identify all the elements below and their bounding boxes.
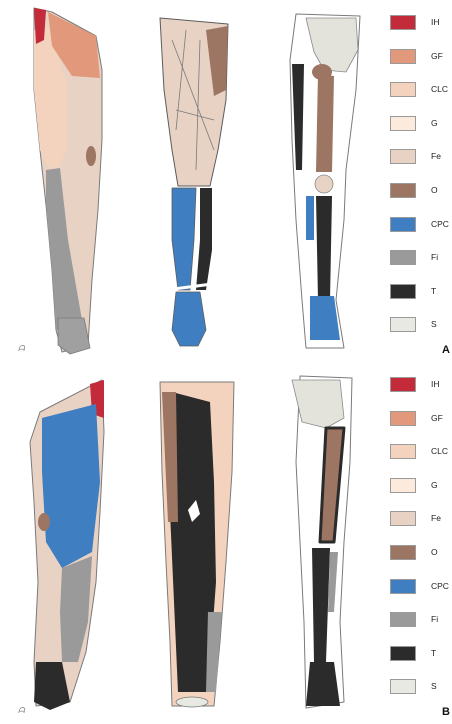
posterior-leg-skin-map [160,382,234,707]
legend-item-g: G [388,113,452,135]
lateral-leg-o-knee [86,146,96,166]
posterior-lateral-leg-cpc [42,404,100,568]
legend-swatch-ih [390,377,416,392]
legend-label-s: S [431,681,437,691]
legend-label-t: T [431,286,436,296]
legend-item-g: G [388,475,452,497]
legend-item-o: O [388,180,452,202]
posterior-foot-bones-t [306,662,340,706]
legend-label-clc: CLC [431,446,448,456]
legend-item-fi: Fi [388,247,452,269]
legend-item-o: O [388,542,452,564]
legend-swatch-clc [390,82,416,97]
lateral-leg-skin-map [34,8,102,354]
legend-swatch-s [390,679,416,694]
legend-item-cpc: CPC [388,576,452,598]
posterior-leg-heel [176,697,208,707]
legend-label-cpc: CPC [431,219,449,229]
legend-item-t: T [388,643,452,665]
legend-swatch-fi [390,612,416,627]
legend-label-o: O [431,185,438,195]
legend-item-fe: Fe [388,508,452,530]
legend-item-clc: CLC [388,79,452,101]
tibia-t [316,196,332,300]
knee-cap [315,175,333,193]
panel-a: IH GF CLC G Fe O CPC Fi T S ᗩ A [0,0,452,362]
femur-bone [316,74,334,172]
legend-swatch-fe [390,149,416,164]
legend-swatch-ih [390,15,416,30]
anterior-skeleton [290,14,360,348]
legend-label-gf: GF [431,413,443,423]
legend-label-s: S [431,319,437,329]
legend-label-clc: CLC [431,84,448,94]
legend-label-fe: Fe [431,151,441,161]
fibula-cpc [306,196,314,240]
legend-label-t: T [431,648,436,658]
legend-swatch-gf [390,49,416,64]
legend-swatch-o [390,183,416,198]
legend-label-o: O [431,547,438,557]
legend-item-fe: Fe [388,146,452,168]
legend-item-s: S [388,676,452,698]
legend-swatch-t [390,646,416,661]
legend-swatch-t [390,284,416,299]
legend-swatch-fi [390,250,416,265]
artist-signature: ᗩ [18,706,25,716]
artist-signature: ᗩ [18,344,25,354]
legend-item-t: T [388,281,452,303]
legend-swatch-cpc [390,217,416,232]
posterior-skeleton [292,376,352,708]
anterior-muscle-foot [172,292,206,346]
legend-label-fi: Fi [431,252,438,262]
legend-swatch-g [390,116,416,131]
legend-swatch-fe [390,511,416,526]
panel-letter-a: A [442,344,450,356]
legend-swatch-s [390,317,416,332]
anterior-muscle-t-shin [196,188,212,290]
legend-label-cpc: CPC [431,581,449,591]
legend-label-fi: Fi [431,614,438,624]
legend-item-fi: Fi [388,609,452,631]
legend-label-ih: IH [431,379,440,389]
legend-item-cpc: CPC [388,214,452,236]
legend-swatch-clc [390,444,416,459]
panel-a-illustrations [0,0,380,362]
legend-item-s: S [388,314,452,336]
anterior-muscle-leg [160,18,228,346]
legend-label-fe: Fe [431,513,441,523]
legend-panel-a: IH GF CLC G Fe O CPC Fi T S [388,12,452,348]
posterior-lateral-leg-skin-map [30,380,104,710]
posterior-leg-fi-strip [206,612,222,692]
legend-label-g: G [431,118,438,128]
legend-swatch-gf [390,411,416,426]
legend-swatch-g [390,478,416,493]
legend-item-ih: IH [388,12,452,34]
legend-item-gf: GF [388,408,452,430]
legend-item-clc: CLC [388,441,452,463]
legend-panel-b: IH GF CLC G Fe O CPC Fi T S [388,374,452,710]
legend-label-gf: GF [431,51,443,61]
panel-b: IH GF CLC G Fe O CPC Fi T S ᗩ B [0,362,452,724]
legend-item-ih: IH [388,374,452,396]
legend-swatch-o [390,545,416,560]
anterior-muscle-cpc-shin [172,188,196,290]
panel-b-illustrations [0,362,380,724]
legend-label-g: G [431,480,438,490]
legend-label-ih: IH [431,17,440,27]
legend-item-gf: GF [388,46,452,68]
lateral-leg-foot [58,318,90,354]
legend-swatch-cpc [390,579,416,594]
posterior-lateral-leg-o-patch [38,513,50,531]
panel-letter-b: B [442,706,450,718]
